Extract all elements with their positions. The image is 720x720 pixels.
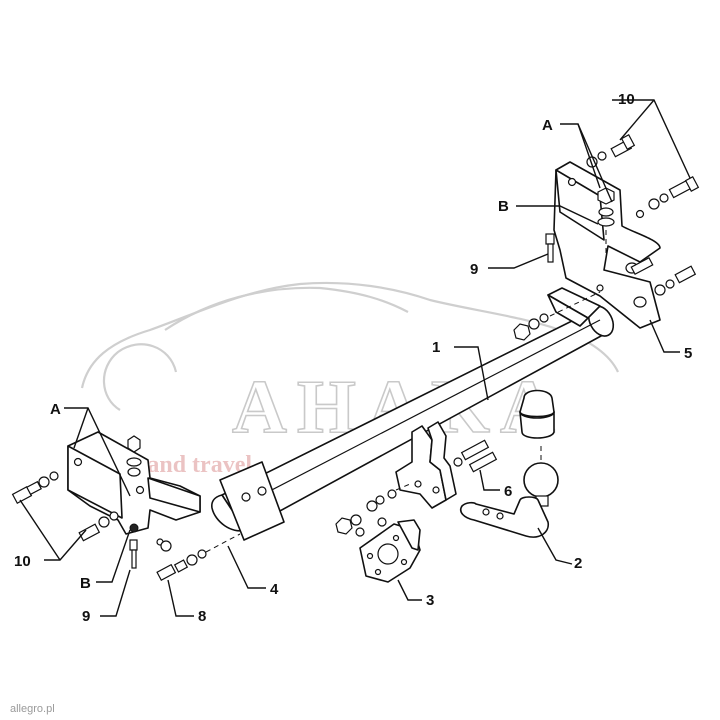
label-part-2: 2 [574, 555, 582, 572]
right-side-bracket [553, 161, 661, 329]
right-end-bracket [547, 287, 601, 327]
leader-lines [19, 99, 691, 617]
label-part-4: 4 [270, 581, 279, 598]
label-part-8: 8 [198, 608, 206, 625]
bolt-set-left [11, 471, 119, 542]
center-ball-mount-plate [395, 421, 457, 509]
label-part-9-left: 9 [82, 608, 90, 625]
label-part-6: 6 [504, 483, 512, 500]
bolt-set-right-lower [513, 256, 697, 341]
label-part-10-left: 10 [14, 553, 31, 570]
label-b-left: B [80, 575, 91, 592]
watermark-car-wheel [102, 343, 178, 411]
label-part-5: 5 [684, 345, 692, 362]
label-a-left: A [50, 401, 61, 418]
label-part-10-right: 10 [618, 91, 635, 108]
label-part-9-right: 9 [470, 261, 478, 278]
socket-plate [359, 519, 421, 583]
nut-washer-b-right [597, 187, 615, 256]
bolt-set-right-top [586, 134, 700, 210]
main-cross-beam [211, 305, 615, 532]
tow-ball-assembly [459, 389, 559, 538]
bolt-set-part-8 [156, 533, 241, 581]
label-b-right: B [498, 198, 509, 215]
corner-watermark: allegro.pl [10, 703, 55, 715]
label-part-3: 3 [426, 592, 434, 609]
center-nuts-washers [335, 483, 411, 537]
nut-washer-b-left [126, 435, 142, 569]
label-a-right: A [542, 117, 553, 134]
center-bolt-set-6 [453, 439, 498, 473]
watermark-car-roof [164, 286, 409, 331]
label-part-1: 1 [432, 339, 440, 356]
part-labels: 1 2 3 4 5 6 8 9 9 10 10 A A B B [14, 91, 692, 625]
left-side-bracket [67, 431, 201, 546]
left-end-plate [219, 461, 285, 541]
bolt-9-right [545, 233, 555, 263]
